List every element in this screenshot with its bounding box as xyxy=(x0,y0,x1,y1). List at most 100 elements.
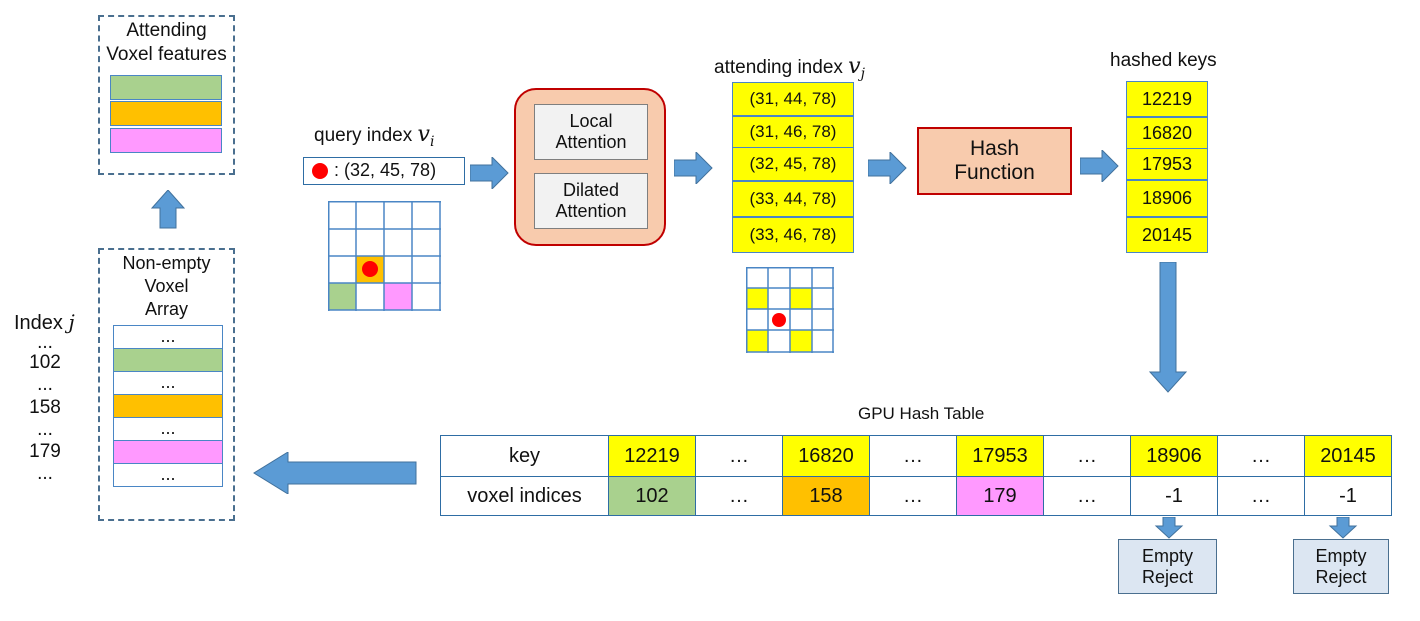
query-grid xyxy=(328,201,441,311)
value-cell: 158 xyxy=(782,476,870,516)
down-arrow-icon xyxy=(1148,262,1188,393)
hashed-key-item: 20145 xyxy=(1126,217,1208,253)
local-attention-line1: Local xyxy=(569,111,613,131)
value-cell: … xyxy=(695,476,783,516)
voxel-array-row: ... xyxy=(113,325,223,349)
voxel-array-title-1: Non-empty xyxy=(122,253,211,273)
query-grid-svg xyxy=(328,201,441,311)
local-attention-box: Local Attention xyxy=(534,104,648,160)
attending-grid xyxy=(746,267,834,353)
query-label: query index vi xyxy=(314,122,434,150)
key-cell: … xyxy=(869,435,957,477)
index-item: ... xyxy=(37,374,53,395)
value-cell: … xyxy=(869,476,957,516)
attending-index-item: (32, 45, 78) xyxy=(732,147,854,181)
feature-bar-orange xyxy=(110,101,222,126)
voxel-array-title-2: Voxel xyxy=(144,276,189,296)
key-cell: 12219 xyxy=(608,435,696,477)
attending-index-label: attending index vj xyxy=(714,54,865,82)
voxel-array-row xyxy=(113,440,223,464)
attending-features-title-1: Attending xyxy=(126,20,207,41)
attending-index-var: v xyxy=(848,54,861,79)
value-cell: -1 xyxy=(1304,476,1392,516)
voxel-array-title-3: Array xyxy=(144,299,188,319)
empty-reject-line1: Empty xyxy=(1315,545,1367,566)
value-cell: 102 xyxy=(608,476,696,516)
left-arrow-icon xyxy=(253,452,417,494)
query-label-text: query index xyxy=(314,125,413,146)
query-var: v xyxy=(417,122,430,147)
hash-table-grid: key 12219 … 16820 … 17953 … 18906 … 2014… xyxy=(440,435,1392,516)
hashed-keys-label: hashed keys xyxy=(1110,50,1217,71)
index-var: j xyxy=(68,310,75,334)
voxel-array-row: ... xyxy=(113,417,223,441)
key-cell: … xyxy=(1043,435,1131,477)
voxel-array-row xyxy=(113,348,223,372)
dilated-attention-line1: Dilated xyxy=(562,180,620,200)
attending-features-panel xyxy=(98,15,235,175)
value-cell: 179 xyxy=(956,476,1044,516)
voxel-array-row: ... xyxy=(113,371,223,395)
hashed-key-item: 17953 xyxy=(1126,148,1208,180)
hashed-key-item: 16820 xyxy=(1126,117,1208,149)
key-cell: … xyxy=(1217,435,1305,477)
hashed-key-item: 12219 xyxy=(1126,81,1208,117)
voxel-array-panel xyxy=(98,248,235,521)
attending-index-item: (31, 46, 78) xyxy=(732,116,854,148)
dilated-attention-line2: Attention xyxy=(555,201,627,221)
right-arrow-icon xyxy=(1080,150,1119,182)
value-cell: … xyxy=(1217,476,1305,516)
query-coords-box: : (32, 45, 78) xyxy=(303,157,465,185)
attending-index-item: (33, 44, 78) xyxy=(732,181,854,217)
feature-bar-green xyxy=(110,75,222,100)
hash-function-line2: Function xyxy=(954,161,1035,184)
query-dot-icon xyxy=(312,163,328,179)
hash-table-value-row: voxel indices 102 … 158 … 179 … -1 … -1 xyxy=(440,476,1392,516)
key-cell: 18906 xyxy=(1130,435,1218,477)
index-item: 102 xyxy=(29,352,61,373)
index-item: 158 xyxy=(29,397,61,418)
value-cell: -1 xyxy=(1130,476,1218,516)
hash-function-box: Hash Function xyxy=(917,127,1072,195)
attending-index-item: (33, 46, 78) xyxy=(732,217,854,253)
voxel-array-row: ... xyxy=(113,463,223,487)
index-item: ... xyxy=(37,463,53,484)
index-item: 179 xyxy=(29,441,61,462)
query-coords: : (32, 45, 78) xyxy=(334,160,437,180)
query-sub: i xyxy=(429,133,435,150)
value-header: voxel indices xyxy=(440,476,609,516)
attending-index-label-text: attending index xyxy=(714,57,843,78)
local-attention-line2: Attention xyxy=(555,132,627,152)
voxel-array-row xyxy=(113,394,223,418)
empty-reject-line2: Reject xyxy=(1315,566,1367,587)
empty-reject-line1: Empty xyxy=(1141,545,1193,566)
index-label: Index j xyxy=(14,310,75,335)
key-cell: 16820 xyxy=(782,435,870,477)
dilated-attention-box: Dilated Attention xyxy=(534,173,648,229)
empty-reject-box: Empty Reject xyxy=(1118,539,1217,594)
feature-bar-pink xyxy=(110,128,222,153)
attending-grid-svg xyxy=(746,267,834,353)
attending-index-sub: j xyxy=(860,65,865,82)
hash-table-key-row: key 12219 … 16820 … 17953 … 18906 … 2014… xyxy=(440,435,1392,477)
empty-reject-box: Empty Reject xyxy=(1293,539,1389,594)
hash-table: key 12219 … 16820 … 17953 … 18906 … 2014… xyxy=(440,435,1392,516)
hash-table-title: GPU Hash Table xyxy=(858,404,985,423)
empty-reject-line2: Reject xyxy=(1141,566,1194,587)
right-arrow-icon xyxy=(674,152,713,184)
key-cell: … xyxy=(695,435,783,477)
right-arrow-icon xyxy=(470,157,509,189)
attending-index-item: (31, 44, 78) xyxy=(732,82,854,116)
hash-function-line1: Hash xyxy=(969,137,1020,160)
small-down-arrow-icon xyxy=(1154,517,1184,539)
index-label-text: Index xyxy=(14,312,63,334)
key-cell: 20145 xyxy=(1304,435,1392,477)
up-arrow-icon xyxy=(150,190,186,229)
small-down-arrow-icon xyxy=(1328,517,1358,539)
index-item: ... xyxy=(37,332,53,353)
key-header: key xyxy=(440,435,609,477)
attending-features-title-2: Voxel features xyxy=(106,44,227,65)
hashed-key-item: 18906 xyxy=(1126,180,1208,217)
index-item: ... xyxy=(37,419,53,440)
key-cell: 17953 xyxy=(956,435,1044,477)
